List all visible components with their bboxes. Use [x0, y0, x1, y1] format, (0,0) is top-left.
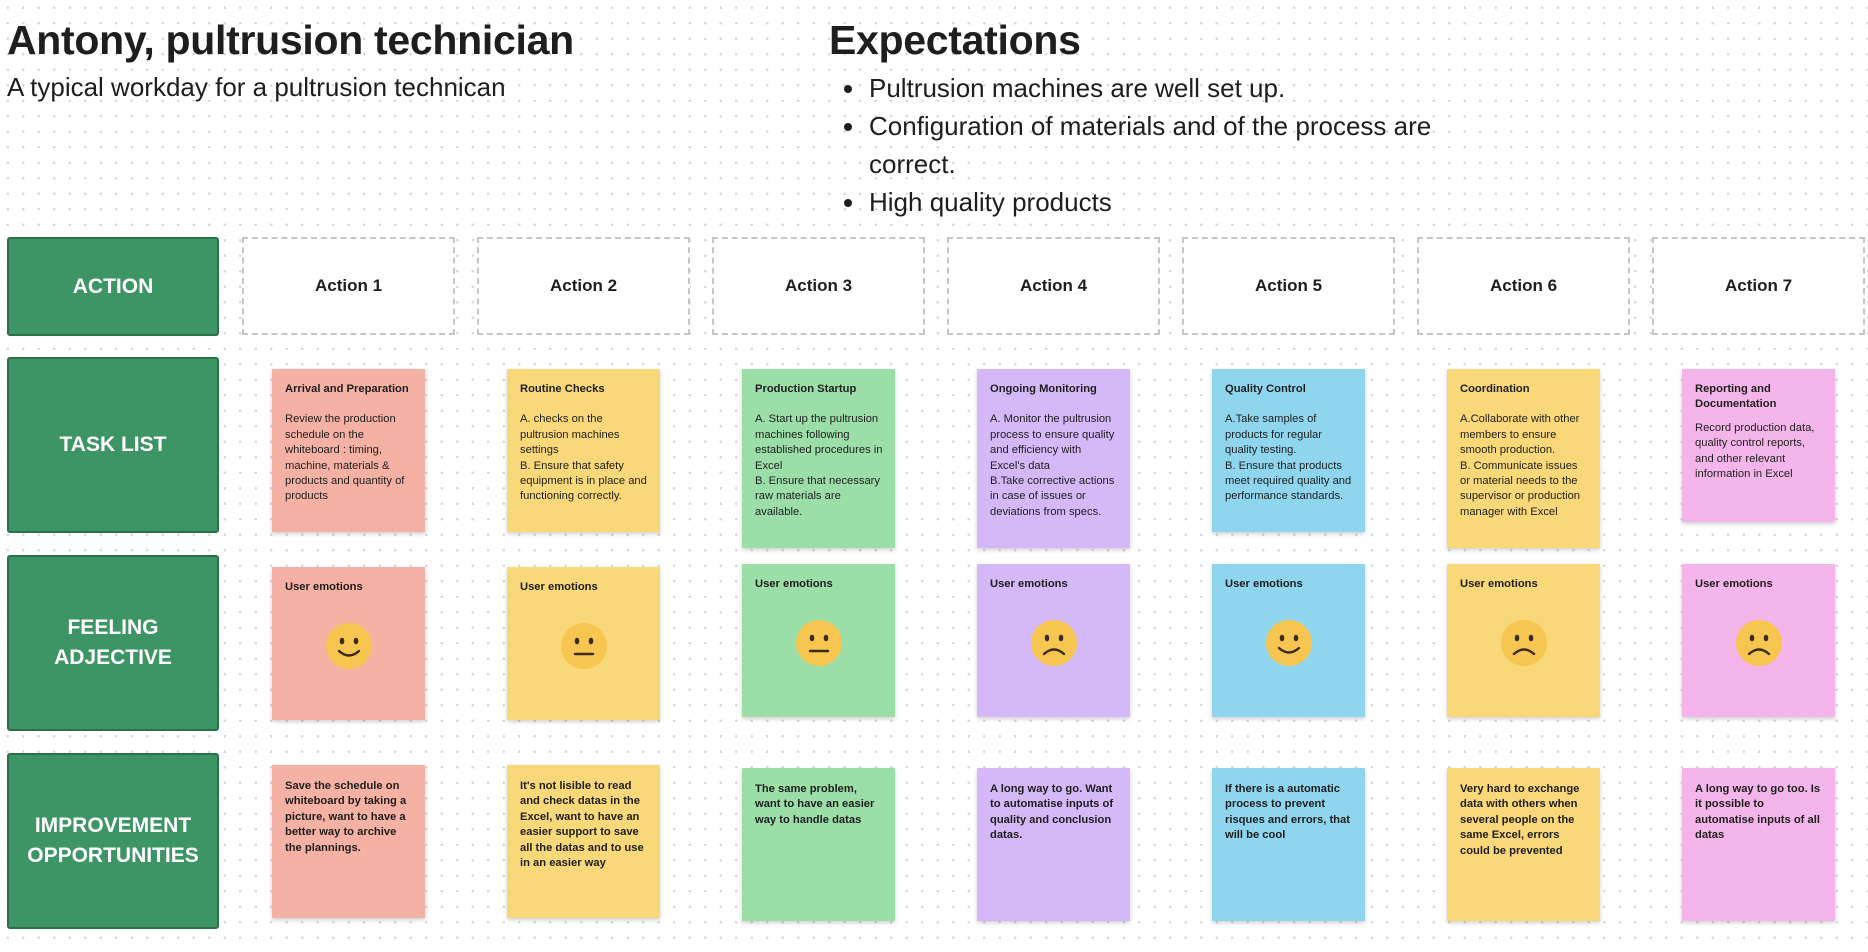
task-title: Quality Control — [1225, 383, 1306, 395]
task-note[interactable]: Ongoing Monitoring A. Monitor the pultru… — [977, 369, 1130, 548]
expectation-item: High quality products — [867, 183, 1447, 221]
row-header-label: ACTION — [72, 274, 154, 298]
task-note[interactable]: Reporting and Documentation Record produ… — [1682, 369, 1835, 522]
expectation-item: Pultrusion machines are well set up. — [867, 69, 1447, 107]
page-title: Antony, pultrusion technician — [7, 17, 574, 63]
task-title: Reporting and Documentation — [1695, 383, 1777, 411]
improvement-note[interactable]: Save the schedule on whiteboard by takin… — [272, 765, 425, 918]
task-body: Record production data, quality control … — [1695, 421, 1815, 481]
action-box[interactable]: Action 6 — [1417, 237, 1630, 335]
emotion-note[interactable]: User emotions — [1682, 564, 1835, 717]
task-note[interactable]: Production Startup A. Start up the pultr… — [742, 369, 895, 548]
task-body: A. checks on the pultrusion machines set… — [520, 413, 647, 503]
row-header-task-list[interactable]: TASK LIST — [7, 357, 219, 533]
task-title: Arrival and Preparation — [285, 383, 409, 395]
action-box[interactable]: Action 7 — [1652, 237, 1865, 335]
task-title: Coordination — [1460, 383, 1530, 395]
improvement-note[interactable]: Very hard to exchange data with others w… — [1447, 768, 1600, 921]
emotion-note[interactable]: User emotions — [977, 564, 1130, 717]
slightly-frowning-face-icon — [1500, 620, 1547, 666]
task-body: A. Monitor the pultrusion process to ens… — [990, 413, 1115, 518]
slightly-frowning-face-icon — [1030, 620, 1077, 666]
row-header-improvement-opportunities[interactable]: IMPROVEMENT OPPORTUNITIES — [7, 753, 219, 929]
row-header-label: FEELING ADJECTIVE — [54, 616, 172, 669]
task-note[interactable]: Quality Control A.Take samples of produc… — [1212, 369, 1365, 532]
task-body: A.Take samples of products for regular q… — [1225, 413, 1352, 503]
improvement-note[interactable]: A long way to go too. Is it possible to … — [1682, 768, 1835, 921]
task-title: Routine Checks — [520, 383, 605, 395]
emotion-label: User emotions — [755, 578, 833, 590]
page-subtitle: A typical workday for a pultrusion techn… — [7, 72, 506, 102]
action-box[interactable]: Action 4 — [947, 237, 1160, 335]
action-box[interactable]: Action 1 — [242, 237, 455, 335]
task-note[interactable]: Routine Checks A. checks on the pultrusi… — [507, 369, 660, 532]
row-header-feeling-adjective[interactable]: FEELING ADJECTIVE — [7, 555, 219, 731]
emotion-label: User emotions — [1460, 578, 1538, 590]
slightly-smiling-face-icon — [1265, 620, 1312, 666]
task-note[interactable]: Arrival and Preparation Review the produ… — [272, 369, 425, 532]
emotion-label: User emotions — [990, 578, 1068, 590]
improvement-note[interactable]: It's not lisible to read and check datas… — [507, 765, 660, 918]
improvement-note[interactable]: The same problem, want to have an easier… — [742, 768, 895, 921]
row-header-label: TASK LIST — [59, 433, 167, 456]
emotion-note[interactable]: User emotions — [507, 567, 660, 720]
task-title: Ongoing Monitoring — [990, 383, 1097, 395]
expectations-title: Expectations — [829, 17, 1081, 63]
neutral-face-icon — [795, 620, 842, 666]
improvement-note[interactable]: A long way to go. Want to automatise inp… — [977, 768, 1130, 921]
action-box[interactable]: Action 2 — [477, 237, 690, 335]
slightly-smiling-face-icon — [325, 623, 372, 669]
emotion-label: User emotions — [1695, 578, 1773, 590]
task-body: A. Start up the pultrusion machines foll… — [755, 413, 883, 518]
task-body: Review the production schedule on the wh… — [285, 413, 405, 503]
emotion-label: User emotions — [285, 581, 363, 593]
emotion-label: User emotions — [1225, 578, 1303, 590]
improvement-note[interactable]: If there is a automatic process to preve… — [1212, 768, 1365, 921]
task-title: Production Startup — [755, 383, 857, 395]
emotion-note[interactable]: User emotions — [272, 567, 425, 720]
row-header-action[interactable]: ACTION — [7, 237, 219, 336]
emotion-note[interactable]: User emotions — [1447, 564, 1600, 717]
action-box[interactable]: Action 5 — [1182, 237, 1395, 335]
expectation-item: Configuration of materials and of the pr… — [867, 107, 1447, 183]
expectations-list: Pultrusion machines are well set up. Con… — [829, 69, 1447, 221]
emotion-label: User emotions — [520, 581, 598, 593]
neutral-face-icon — [560, 623, 607, 669]
emotion-note[interactable]: User emotions — [742, 564, 895, 717]
slightly-frowning-face-icon — [1735, 620, 1782, 666]
task-body: A.Collaborate with other members to ensu… — [1460, 413, 1581, 518]
row-header-label: IMPROVEMENT OPPORTUNITIES — [27, 814, 199, 867]
task-note[interactable]: Coordination A.Collaborate with other me… — [1447, 369, 1600, 548]
emotion-note[interactable]: User emotions — [1212, 564, 1365, 717]
action-box[interactable]: Action 3 — [712, 237, 925, 335]
